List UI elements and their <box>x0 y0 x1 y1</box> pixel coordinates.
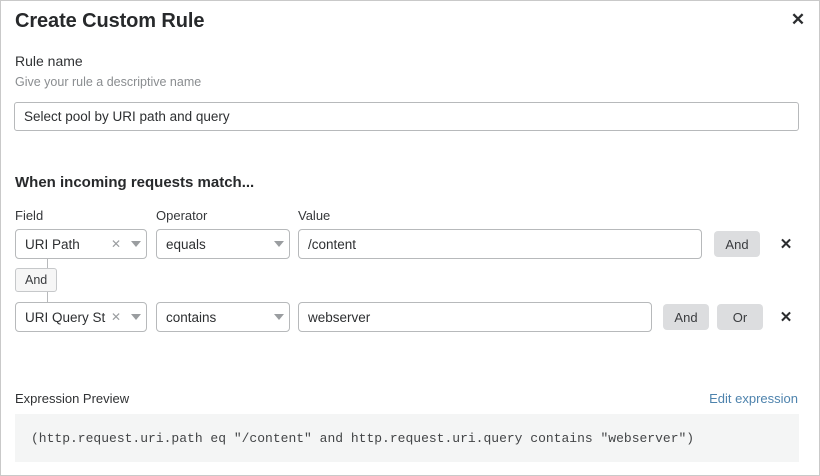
field-select-2[interactable]: URI Query St... ✕ <box>15 302 147 332</box>
operator-select-1[interactable]: equals <box>156 229 290 259</box>
column-header-operator: Operator <box>156 208 208 223</box>
chevron-down-icon[interactable] <box>269 314 289 320</box>
and-button-1[interactable]: And <box>714 231 760 257</box>
condition-connector: And <box>15 259 135 304</box>
expression-preview-code: (http.request.uri.path eq "/content" and… <box>15 414 799 462</box>
clear-icon[interactable]: ✕ <box>110 310 121 324</box>
condition-row: URI Query St... ✕ contains And Or ✕ <box>1 302 819 332</box>
close-icon[interactable]: ✕ <box>790 9 806 29</box>
edit-expression-link[interactable]: Edit expression <box>709 391 798 406</box>
connector-line-top <box>47 259 48 269</box>
condition-row: URI Path ✕ equals And ✕ <box>1 229 819 259</box>
connector-and-badge[interactable]: And <box>15 268 58 292</box>
field-select-1-value: URI Path <box>25 236 80 252</box>
field-select-2-value: URI Query St... <box>25 309 106 325</box>
rule-name-label: Rule name <box>15 53 83 69</box>
field-select-1[interactable]: URI Path ✕ <box>15 229 147 259</box>
clear-icon[interactable]: ✕ <box>110 237 121 251</box>
operator-select-2-value: contains <box>166 309 217 325</box>
value-input-1[interactable] <box>298 229 702 259</box>
rule-name-input[interactable] <box>14 102 799 131</box>
and-button-2[interactable]: And <box>663 304 709 330</box>
connector-line-bottom <box>47 292 48 302</box>
page-title: Create Custom Rule <box>15 10 205 32</box>
chevron-down-icon[interactable] <box>269 241 289 247</box>
column-header-field: Field <box>15 208 44 223</box>
or-button-2[interactable]: Or <box>717 304 763 330</box>
value-input-2[interactable] <box>298 302 652 332</box>
expression-preview-label: Expression Preview <box>15 391 130 406</box>
chevron-down-icon[interactable] <box>126 314 146 320</box>
operator-select-2[interactable]: contains <box>156 302 290 332</box>
delete-icon[interactable]: ✕ <box>779 235 793 253</box>
column-header-value: Value <box>298 208 331 223</box>
rule-name-help-text: Give your rule a descriptive name <box>15 75 202 89</box>
match-section-title: When incoming requests match... <box>15 174 255 191</box>
operator-select-1-value: equals <box>166 236 206 252</box>
chevron-down-icon[interactable] <box>126 241 146 247</box>
delete-icon[interactable]: ✕ <box>779 308 793 326</box>
